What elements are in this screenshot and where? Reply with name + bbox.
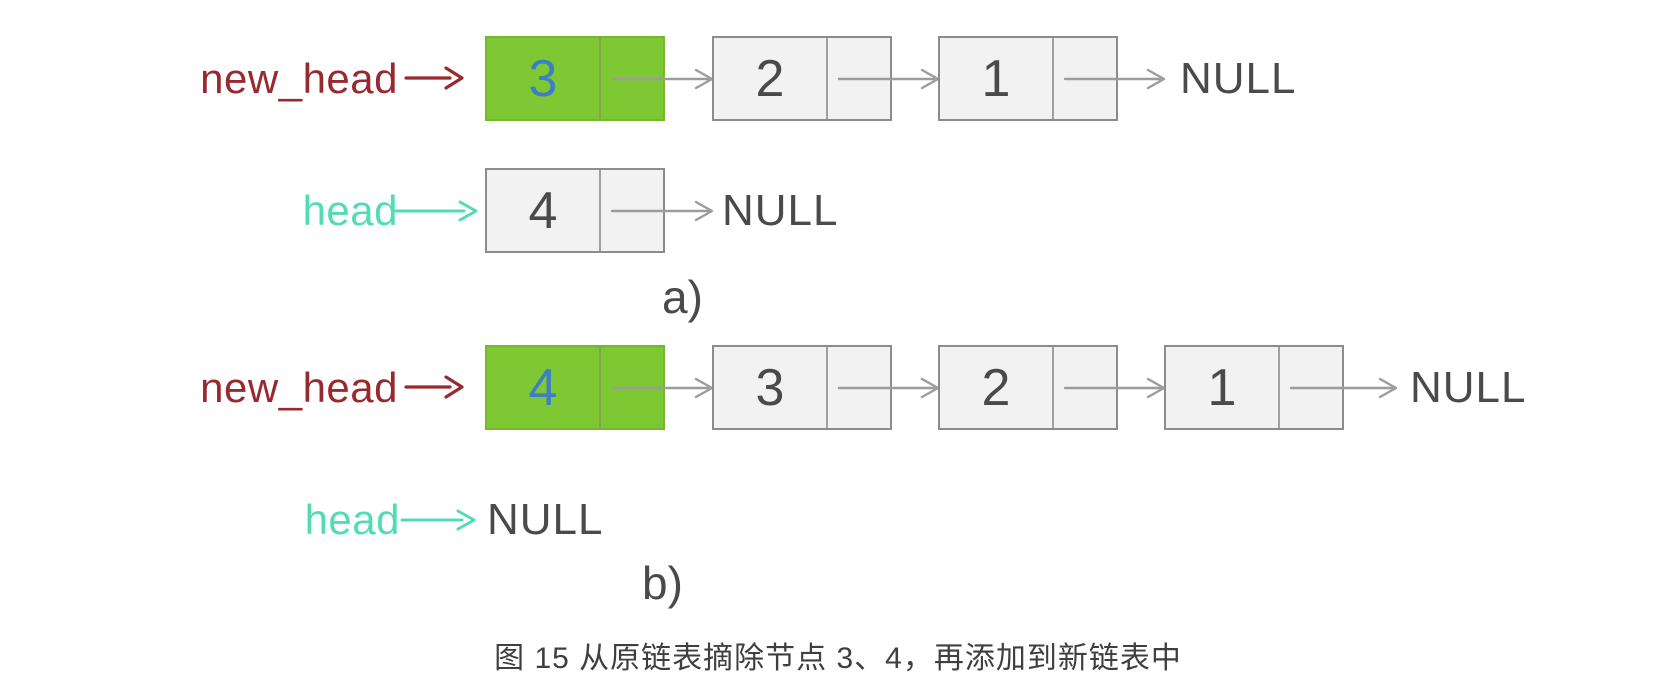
- head-pointer-label: head: [304, 496, 400, 543]
- node-value: 3: [714, 347, 828, 428]
- next-arrow-icon: [1289, 377, 1398, 399]
- next-arrow-icon: [610, 68, 714, 90]
- null-terminal: NULL: [487, 495, 604, 544]
- next-arrow-icon: [610, 377, 714, 399]
- next-arrow-icon: [1063, 377, 1166, 399]
- next-arrow-icon: [837, 68, 940, 90]
- next-arrow-icon: [1063, 68, 1166, 90]
- pointer-arrow-icon: [400, 509, 476, 531]
- null-terminal: NULL: [722, 186, 839, 235]
- list-node: 3: [712, 345, 892, 430]
- new-head-pointer-label: new_head: [200, 55, 398, 102]
- figure-caption: 图 15 从原链表摘除节点 3、4，再添加到新链表中: [494, 642, 1182, 675]
- null-terminal: NULL: [1180, 54, 1297, 103]
- node-value: 2: [940, 347, 1054, 428]
- next-arrow-icon: [610, 200, 714, 222]
- head-pointer-label: head: [302, 187, 398, 234]
- node-value: 1: [1166, 347, 1280, 428]
- node-value: 4: [487, 170, 601, 251]
- next-arrow-icon: [837, 377, 940, 399]
- sub-figure-label-a: a): [662, 271, 703, 323]
- node-value: 3: [487, 38, 601, 119]
- node-value: 4: [487, 347, 601, 428]
- pointer-arrow-icon: [404, 375, 464, 399]
- pointer-arrow-icon: [392, 200, 478, 222]
- pointer-arrow-icon: [404, 66, 464, 90]
- new-head-pointer-label: new_head: [200, 364, 398, 411]
- node-value: 1: [940, 38, 1054, 119]
- null-terminal: NULL: [1410, 363, 1527, 412]
- node-value: 2: [714, 38, 828, 119]
- sub-figure-label-b: b): [642, 557, 683, 609]
